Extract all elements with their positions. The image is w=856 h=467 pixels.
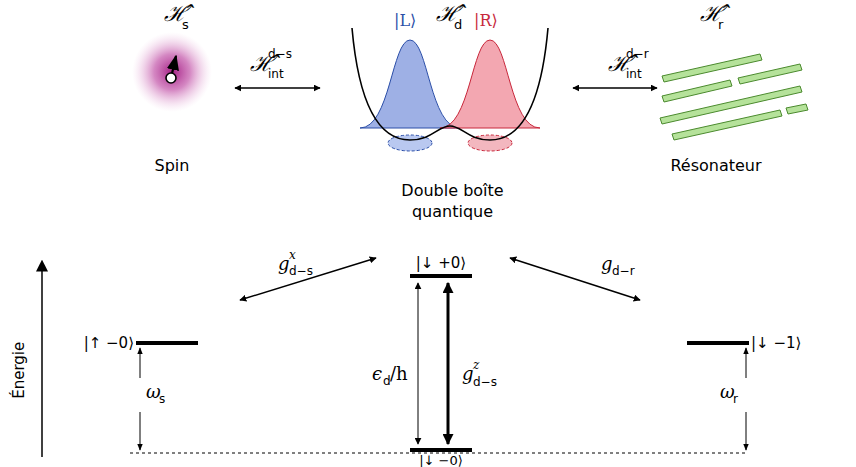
math-label: r — [733, 393, 738, 406]
level-bar — [410, 274, 472, 278]
math-label: s — [182, 18, 189, 32]
coupling-arrow — [240, 258, 376, 300]
state-label: |↑ −0⟩ — [84, 334, 134, 352]
math-label: d−r — [612, 265, 635, 278]
coupling-label: g — [278, 254, 290, 274]
math-label: int — [268, 68, 284, 81]
energy-axis — [41, 262, 43, 457]
coupling-arrow — [510, 258, 640, 300]
energy-level: |↓ −1⟩ — [687, 333, 801, 353]
math-label: d — [383, 375, 391, 388]
resonator-illustration — [660, 54, 808, 140]
math-label: d — [454, 18, 462, 32]
math-label: d−s — [289, 265, 313, 278]
double-well-illustration — [352, 28, 548, 151]
math-label: s — [159, 393, 165, 406]
level-bar — [136, 341, 198, 345]
math-label: /h — [390, 364, 408, 384]
component-region: Spin — [127, 35, 217, 177]
energy-level: |↓ +0⟩ — [410, 254, 472, 278]
coupling-arrow — [447, 283, 450, 444]
component-name: Double boîte quantique — [388, 180, 518, 223]
coupling-arrow — [573, 87, 657, 89]
energy-level: |↓ −0⟩ — [410, 448, 472, 467]
coupling-arrow — [235, 87, 320, 89]
math-label: z — [473, 359, 479, 372]
coupling-label: ϵ — [372, 364, 382, 384]
coupling-arrow — [418, 283, 419, 444]
math-label: d−s — [473, 376, 497, 389]
spin-illustration — [132, 32, 212, 112]
energy-level: |↑ −0⟩ — [84, 333, 198, 353]
level-bar — [687, 341, 749, 345]
coupling-label: g — [462, 364, 474, 384]
coupling-label: g — [601, 254, 613, 274]
state-label: |↓ −1⟩ — [751, 334, 801, 352]
axis-label: Énergie — [12, 341, 29, 398]
math-label: d−r — [626, 48, 649, 61]
math-label: x — [289, 249, 296, 262]
math-label: |L⟩ — [394, 12, 416, 30]
state-label: |↓ −0⟩ — [419, 454, 463, 467]
dimension-arrows — [140, 348, 746, 450]
component-region: Double boîte quantique — [345, 35, 560, 223]
math-label: ω — [146, 382, 161, 402]
component-name: Résonateur — [670, 155, 761, 177]
math-label: r — [718, 18, 723, 32]
state-label: |↓ +0⟩ — [416, 254, 466, 272]
math-label: d−s — [268, 48, 292, 61]
component-region: Résonateur — [655, 35, 777, 177]
level-bar — [410, 448, 472, 452]
math-label: |R⟩ — [474, 12, 498, 30]
math-label: ω — [720, 382, 735, 402]
component-name: Spin — [155, 155, 190, 177]
math-label: int — [626, 68, 642, 81]
